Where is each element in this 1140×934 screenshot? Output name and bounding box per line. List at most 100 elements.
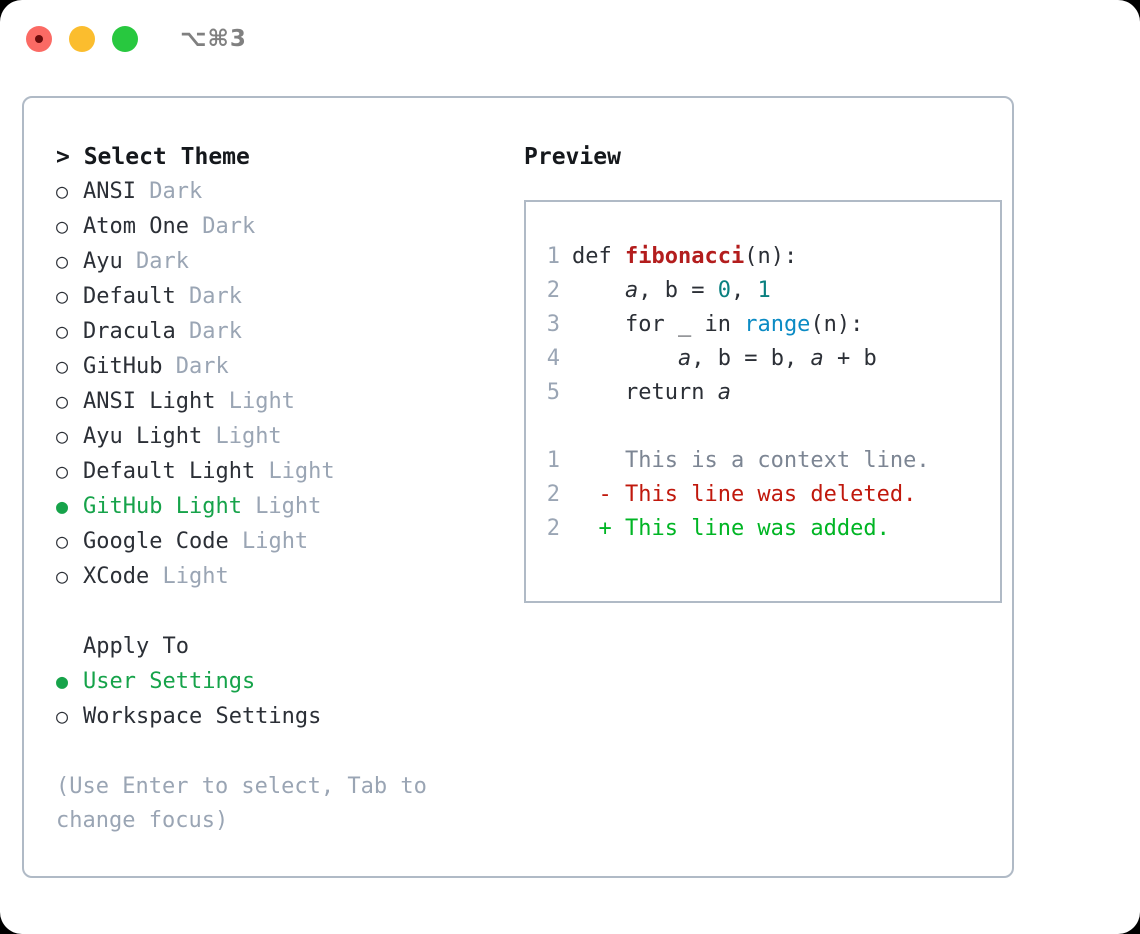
- code-token-kw: b: [863, 346, 877, 371]
- code-token-punct: =: [730, 346, 771, 371]
- close-dot[interactable]: [26, 26, 52, 52]
- theme-variant-tag: Dark: [175, 354, 229, 379]
- theme-option-label: Google Code: [83, 529, 242, 554]
- window-titlebar: ⌥⌘3: [0, 0, 1140, 78]
- code-token-var: a: [717, 380, 731, 405]
- radio-unselected-icon: ○: [56, 704, 69, 728]
- theme-variant-tag: Dark: [188, 319, 242, 344]
- radio-unselected-icon: ○: [56, 564, 69, 588]
- code-token-punct: =: [677, 278, 718, 303]
- theme-option-ansi-light[interactable]: ○ANSI Light Light: [56, 384, 502, 419]
- code-line-text: a, b = b, a + b: [572, 342, 877, 376]
- radio-selected-icon: ●: [56, 669, 69, 693]
- diff-sample: 1 This is a context line.2 - This line w…: [526, 444, 1000, 546]
- radio-unselected-icon: ○: [56, 179, 69, 203]
- theme-option-ayu-light[interactable]: ○Ayu Light Light: [56, 419, 502, 454]
- code-line-text: return a: [572, 376, 731, 410]
- apply-to-option-workspace-settings[interactable]: ○Workspace Settings: [56, 699, 502, 734]
- code-line-text: def fibonacci(n):: [572, 240, 797, 274]
- diff-line-text: + This line was added.: [572, 516, 890, 541]
- theme-option-label: GitHub Light: [83, 494, 256, 519]
- theme-option-default[interactable]: ○ Default Dark: [56, 279, 502, 314]
- preview-heading: Preview: [524, 144, 621, 170]
- theme-option-label: XCode: [83, 564, 163, 589]
- theme-variant-tag: Dark: [149, 179, 203, 204]
- radio-unselected-icon: ○: [56, 319, 69, 343]
- maximize-dot[interactable]: [112, 26, 138, 52]
- code-token-punct: ,: [730, 278, 758, 303]
- code-token-punct: (n):: [810, 312, 864, 337]
- apply-to-option-label: User Settings: [83, 669, 256, 694]
- code-line-text: a, b = 0, 1: [572, 274, 771, 308]
- apply-to-label: Apply To: [83, 634, 189, 659]
- code-line: 2 a, b = 0, 1: [526, 274, 1000, 308]
- theme-option-label: Default Light: [83, 459, 269, 484]
- theme-variant-tag: Light: [241, 529, 309, 554]
- theme-selector-column: > Select Theme ○ANSI Dark○Atom One Dark○…: [40, 140, 502, 876]
- radio-selected-icon: ●: [56, 494, 69, 518]
- radio-unselected-icon: ○: [56, 354, 69, 378]
- theme-list[interactable]: ○ANSI Dark○Atom One Dark○Ayu Dark○Defaul…: [56, 174, 502, 594]
- code-line-number: 5: [546, 380, 560, 405]
- code-token-kw: b: [717, 346, 731, 371]
- theme-option-label: Ayu Light: [83, 424, 216, 449]
- theme-option-github-light[interactable]: ● GitHub Light Light: [56, 489, 502, 524]
- diff-line-number: 2: [546, 516, 560, 541]
- code-line: 5 return a: [526, 376, 1000, 410]
- code-token-kw: _ in: [677, 312, 745, 337]
- theme-option-ansi[interactable]: ○ANSI Dark: [56, 174, 502, 209]
- code-token-punct: (n):: [744, 244, 798, 269]
- code-token-var: a: [810, 346, 824, 371]
- radio-unselected-icon: ○: [56, 529, 69, 553]
- code-token-punct: +: [823, 346, 864, 371]
- content-panel: > Select Theme ○ANSI Dark○Atom One Dark○…: [22, 96, 1014, 878]
- apply-to-options[interactable]: ● User Settings ○Workspace Settings: [56, 664, 502, 734]
- theme-option-label: Atom One: [83, 214, 203, 239]
- theme-option-label: Dracula: [83, 319, 189, 344]
- theme-variant-tag: Light: [215, 424, 282, 449]
- radio-unselected-icon: ○: [56, 214, 69, 238]
- theme-option-github[interactable]: ○ GitHub Dark: [56, 349, 502, 384]
- diff-line: 1 This is a context line.: [526, 444, 1000, 478]
- code-token-num: 1: [757, 278, 771, 303]
- diff-line: 2 - This line was deleted.: [526, 478, 1000, 512]
- theme-variant-tag: Light: [162, 564, 229, 589]
- theme-option-label: ANSI Light: [83, 389, 229, 414]
- theme-option-default-light[interactable]: ○Default Light Light: [56, 454, 502, 489]
- code-token-punct: ,: [638, 278, 665, 303]
- apply-to-option-user-settings[interactable]: ● User Settings: [56, 664, 502, 699]
- code-token-num: 0: [717, 278, 731, 303]
- radio-unselected-icon: ○: [56, 284, 69, 308]
- code-token-kw: def: [572, 244, 625, 269]
- radio-unselected-icon: ○: [56, 459, 69, 483]
- code-token-fn: fibonacci: [624, 244, 745, 269]
- diff-line: 2 + This line was added.: [526, 512, 1000, 546]
- code-line-number: 2: [546, 278, 560, 303]
- code-line-number: 1: [546, 244, 560, 269]
- theme-option-label: GitHub: [83, 354, 176, 379]
- theme-variant-tag: Light: [255, 494, 322, 519]
- code-token-kw: return: [572, 380, 718, 405]
- theme-option-atom-one[interactable]: ○ Atom One Dark: [56, 209, 502, 244]
- code-token-var: a: [624, 278, 639, 303]
- theme-option-xcode[interactable]: ○ XCode Light: [56, 559, 502, 594]
- theme-variant-tag: Dark: [188, 284, 242, 309]
- theme-option-dracula[interactable]: ○ Dracula Dark: [56, 314, 502, 349]
- diff-line-text: This is a context line.: [572, 448, 930, 473]
- theme-option-label: Default: [83, 284, 189, 309]
- theme-option-google-code[interactable]: ○ Google Code Light: [56, 524, 502, 559]
- code-token-punct: [572, 278, 625, 303]
- theme-variant-tag: Dark: [202, 214, 256, 239]
- theme-option-ayu[interactable]: ○Ayu Dark: [56, 244, 502, 279]
- code-token-built: range: [744, 312, 811, 337]
- keyboard-shortcut-label: ⌥⌘3: [180, 26, 247, 52]
- code-line: 4 a, b = b, a + b: [526, 342, 1000, 376]
- radio-unselected-icon: ○: [56, 249, 69, 273]
- code-token-punct: ,: [783, 346, 811, 371]
- minimize-dot[interactable]: [69, 26, 95, 52]
- code-line-number: 3: [546, 312, 560, 337]
